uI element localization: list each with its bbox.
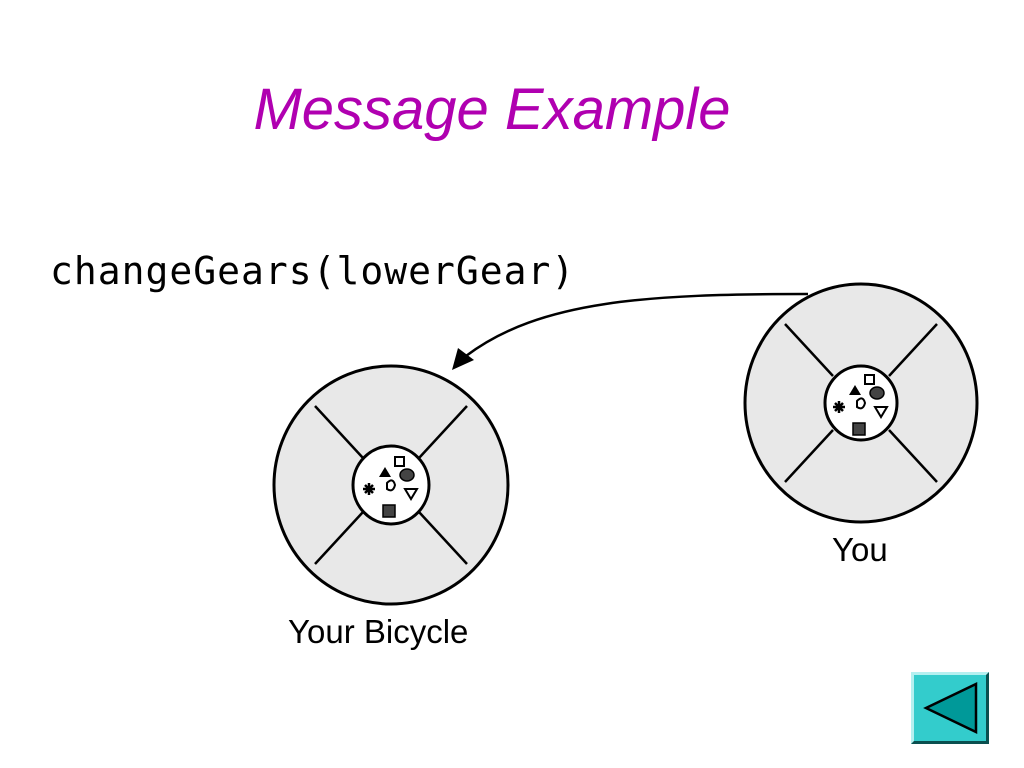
you-object bbox=[743, 282, 979, 524]
you-label: You bbox=[832, 531, 888, 568]
bicycle-object bbox=[272, 364, 510, 606]
slide-title: Message Example bbox=[253, 77, 731, 142]
back-button[interactable] bbox=[911, 672, 989, 744]
left-triangle-icon bbox=[923, 682, 978, 734]
message-call-text: changeGears(lowerGear) bbox=[50, 249, 576, 293]
bicycle-label: Your Bicycle bbox=[288, 613, 469, 650]
message-arrow bbox=[452, 292, 809, 370]
